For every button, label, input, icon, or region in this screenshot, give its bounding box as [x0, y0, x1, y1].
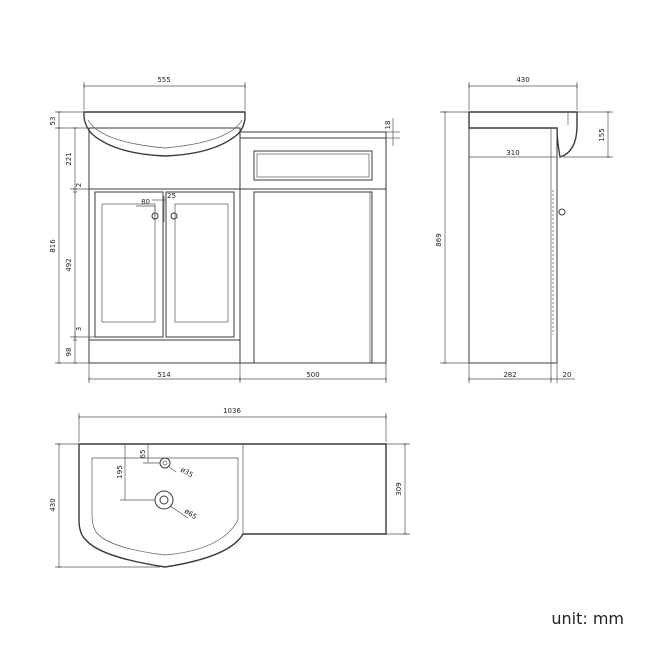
- dim-basin-rim-height: 155: [598, 128, 606, 141]
- dim-tap-to-waste: 195: [116, 465, 124, 478]
- dim-handle-spacing: 80: [141, 198, 150, 206]
- dim-vanity-width: 514: [157, 371, 171, 379]
- dim-worktop-thickness: 18: [384, 121, 392, 130]
- dim-waste-diameter: ø65: [183, 507, 198, 521]
- dim-side-cabinet-depth: 282: [503, 371, 516, 379]
- dim-cabinet-width: 500: [306, 371, 319, 379]
- front-view: 555 53 816 221 2 492 3 98 18 80 25: [49, 76, 400, 383]
- side-cabinet-profile: [468, 127, 558, 364]
- dim-gap-top: 2: [75, 183, 83, 187]
- left-vanity-door: [94, 191, 164, 338]
- dim-bowl-depth: 221: [65, 152, 73, 165]
- dim-side-height: 869: [435, 233, 443, 246]
- dim-side-depth: 430: [516, 76, 529, 84]
- side-knob: [558, 208, 566, 216]
- side-cabinet-body: [239, 131, 387, 364]
- dim-handle-size: 25: [167, 192, 176, 200]
- dim-door-thickness: 20: [563, 371, 572, 379]
- dim-plinth-height: 98: [65, 348, 73, 357]
- drawer-panel: [253, 150, 373, 181]
- side-cabinet-door: [253, 191, 373, 364]
- dim-top-worktop-depth: 309: [395, 482, 403, 495]
- dim-tap-offset: 65: [139, 450, 147, 459]
- dim-overall-width: 1036: [223, 407, 241, 415]
- right-vanity-door: [165, 191, 235, 338]
- dim-total-height: 816: [49, 239, 57, 253]
- dim-side-worktop-depth: 310: [506, 149, 519, 157]
- dim-door-height: 492: [65, 258, 73, 271]
- side-basin-profile: [468, 111, 578, 158]
- basin: [83, 111, 246, 157]
- dim-overall-depth: 430: [49, 498, 57, 511]
- dim-gap-bottom: 3: [75, 327, 83, 331]
- unit-label: unit: mm: [551, 609, 624, 628]
- basin-bowl-top: [91, 457, 239, 556]
- right-door-knob: [170, 212, 178, 220]
- top-outline: [78, 443, 387, 568]
- vanity-unit-body: [88, 127, 241, 364]
- dim-basin-height: 53: [49, 117, 57, 126]
- dim-tap-diameter: ø35: [179, 466, 194, 480]
- dim-basin-width: 555: [157, 76, 170, 84]
- top-view: 1036 430 65 195 ø35 ø65 309: [49, 407, 410, 568]
- side-view: 430 155 310 869 282 20: [435, 76, 613, 383]
